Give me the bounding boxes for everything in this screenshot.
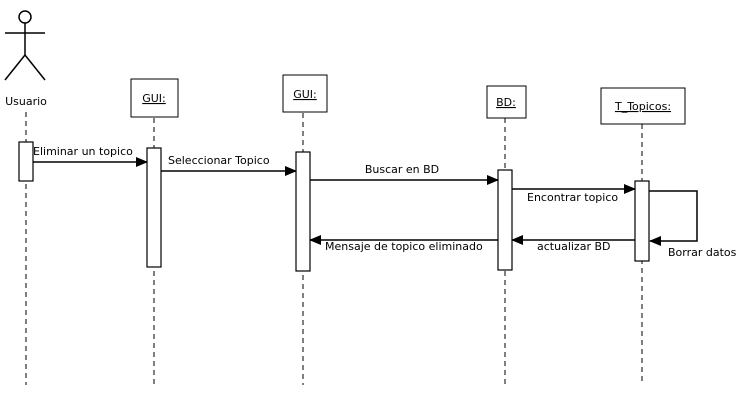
message-label: Seleccionar Topico <box>168 154 270 167</box>
message-label: Encontrar topico <box>527 191 618 204</box>
message-topico-eliminado: Mensaje de topico eliminado <box>309 235 498 253</box>
message-seleccionar-topico: Seleccionar Topico <box>161 154 297 176</box>
activation-topicos <box>634 180 650 262</box>
participant-box <box>486 85 527 119</box>
message-encontrar-topico: Encontrar topico <box>512 184 636 204</box>
message-eliminar-topico: Eliminar un topico <box>33 145 148 167</box>
message-label: Mensaje de topico eliminado <box>325 240 483 253</box>
self-message-arrow <box>649 190 698 246</box>
participant-box <box>130 78 179 118</box>
message-label: Borrar datos <box>668 246 737 259</box>
activations <box>18 141 650 272</box>
actor-usuario: Usuario <box>4 10 47 108</box>
participant-gui1: GUI: <box>130 78 179 118</box>
message-borrar-datos: Borrar datos <box>649 190 737 259</box>
activation-bd <box>497 169 513 271</box>
participant-topicos: T_Topicos: <box>600 87 686 125</box>
participant-box <box>600 87 686 125</box>
message-label: actualizar BD <box>537 240 610 253</box>
actor-left-leg <box>4 54 26 81</box>
participant-label: GUI: <box>293 88 317 101</box>
participant-gui2: GUI: <box>282 74 328 113</box>
activation-usuario <box>18 141 34 182</box>
message-buscar-bd: Buscar en BD <box>310 163 499 185</box>
actor-head <box>18 10 32 24</box>
participant-label: T_Topicos: <box>614 100 671 113</box>
actor-label: Usuario <box>5 95 47 108</box>
message-label: Eliminar un topico <box>33 145 133 158</box>
participant-box <box>282 74 328 113</box>
activation-gui2 <box>295 151 311 272</box>
message-actualizar-bd: actualizar BD <box>511 235 635 253</box>
participant-label: GUI: <box>142 92 166 105</box>
activation-gui1 <box>146 147 162 268</box>
participant-bd: BD: <box>486 85 527 119</box>
message-label: Buscar en BD <box>365 163 439 176</box>
participant-label: BD: <box>496 96 516 109</box>
actor-right-leg <box>24 54 46 81</box>
